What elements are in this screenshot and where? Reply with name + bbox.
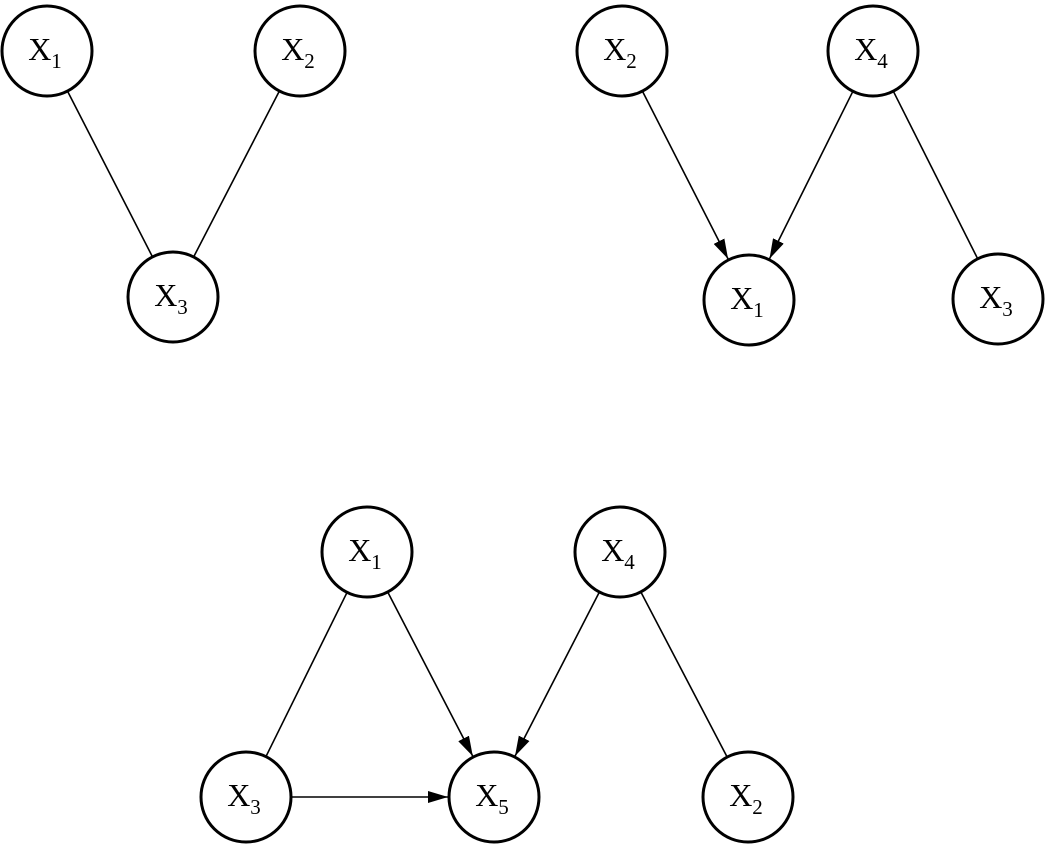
edges-layer — [66, 90, 979, 803]
node-label-base: X — [348, 532, 371, 568]
node-circle — [701, 750, 795, 844]
node-label: X4 — [854, 31, 888, 73]
node-circle — [320, 505, 414, 599]
node-circle — [702, 253, 796, 347]
node-circle — [253, 4, 347, 98]
node-label: X3 — [979, 279, 1013, 321]
node-label: X1 — [28, 31, 62, 73]
node-a1: X1 — [0, 4, 94, 98]
edge-c4-c2 — [640, 591, 728, 758]
edge-c1-c5 — [386, 591, 474, 757]
node-circle — [199, 750, 293, 844]
edge-c4-c5 — [514, 591, 601, 757]
node-label-base: X — [28, 31, 51, 67]
node-label: X3 — [154, 277, 188, 319]
node-circle — [573, 505, 667, 599]
node-label-subscript: 3 — [177, 295, 188, 319]
node-label-subscript: 3 — [250, 795, 261, 819]
node-a3: X3 — [126, 250, 220, 344]
node-c1: X1 — [320, 505, 414, 599]
node-circle — [0, 4, 94, 98]
node-a2: X2 — [253, 4, 347, 98]
node-c2: X2 — [701, 750, 795, 844]
node-label-base: X — [475, 777, 498, 813]
node-label-base: X — [227, 777, 250, 813]
node-label-base: X — [281, 31, 304, 67]
node-label: X5 — [475, 777, 509, 819]
node-label: X3 — [227, 777, 261, 819]
node-label: X1 — [730, 280, 764, 322]
node-c5: X5 — [447, 750, 541, 844]
node-label: X1 — [348, 532, 382, 574]
node-label-subscript: 3 — [1002, 297, 1013, 321]
node-label-base: X — [154, 277, 177, 313]
node-b2: X2 — [575, 4, 669, 98]
node-circle — [126, 250, 220, 344]
node-label-subscript: 2 — [304, 49, 315, 73]
node-label-base: X — [601, 532, 624, 568]
node-b1: X1 — [702, 253, 796, 347]
node-c3: X3 — [199, 750, 293, 844]
edge-a1-a3 — [66, 90, 154, 258]
node-label-subscript: 1 — [51, 49, 62, 73]
edge-a2-a3 — [192, 90, 281, 258]
node-c4: X4 — [573, 505, 667, 599]
node-b4: X4 — [826, 4, 920, 98]
node-label-base: X — [729, 777, 752, 813]
node-label-subscript: 2 — [626, 49, 637, 73]
node-label-base: X — [603, 31, 626, 67]
node-circle — [951, 252, 1045, 346]
node-label: X2 — [281, 31, 315, 73]
node-label-base: X — [730, 280, 753, 316]
node-label: X4 — [601, 532, 635, 574]
node-label-subscript: 5 — [498, 795, 509, 819]
node-label: X2 — [603, 31, 637, 73]
node-label-base: X — [854, 31, 877, 67]
edge-c1-c3 — [265, 591, 348, 758]
node-label-subscript: 4 — [877, 49, 888, 73]
node-label-subscript: 2 — [752, 795, 763, 819]
edge-b4-b3 — [892, 90, 979, 260]
node-circle — [575, 4, 669, 98]
node-circle — [447, 750, 541, 844]
edge-b2-b1 — [641, 90, 729, 260]
node-label-base: X — [979, 279, 1002, 315]
node-label: X2 — [729, 777, 763, 819]
edge-b4-b1 — [768, 90, 854, 260]
node-label-subscript: 1 — [371, 550, 382, 574]
node-circle — [826, 4, 920, 98]
node-b3: X3 — [951, 252, 1045, 346]
node-label-subscript: 4 — [624, 550, 635, 574]
node-label-subscript: 1 — [753, 298, 764, 322]
